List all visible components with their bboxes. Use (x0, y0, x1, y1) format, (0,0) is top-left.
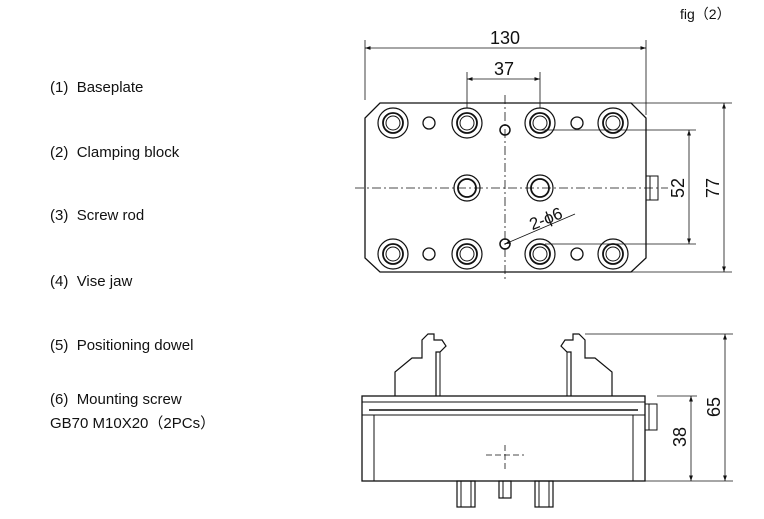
dim-hole-row-spacing: 52 (668, 178, 688, 198)
counterbored-hole (597, 238, 629, 270)
part-item-screw-rod: (3) Screw rod (50, 206, 144, 226)
dowel-hole (499, 238, 511, 250)
dim-hole-spacing: 37 (494, 59, 514, 79)
parts-list: (1) Baseplate (2) Clamping block (3) Scr… (50, 0, 350, 519)
counterbored-hole (524, 107, 556, 139)
right-vise-jaw (560, 333, 613, 396)
front-view (361, 333, 733, 508)
counterbored-hole (524, 238, 556, 270)
clamp-hole (526, 174, 554, 202)
small-hole (422, 116, 436, 130)
part-name: Vise jaw (76, 273, 133, 290)
part-item-baseplate: (1) Baseplate (50, 78, 143, 98)
counterbored-hole (377, 238, 409, 270)
dowel-hole (499, 124, 511, 136)
dim-overall-depth: 77 (703, 178, 723, 198)
counterbored-hole (377, 107, 409, 139)
part-name: Screw rod (76, 207, 145, 224)
counterbored-hole (597, 107, 629, 139)
dim-base-height: 38 (670, 427, 690, 447)
part-number: (6) (50, 391, 69, 408)
part-item-mounting-screw-spec: GB70 M10X20（2PCs） (50, 415, 216, 432)
bottom-dowel (534, 480, 554, 508)
part-number: (2) (50, 144, 69, 161)
part-name: Mounting screw (76, 391, 182, 408)
top-view (355, 40, 732, 280)
part-name: Baseplate (76, 79, 144, 96)
part-item-vise-jaw: (4) Vise jaw (50, 272, 132, 292)
part-number: (5) (50, 337, 69, 354)
part-number: (4) (50, 273, 69, 290)
counterbored-hole (451, 107, 483, 139)
bottom-dowel (498, 480, 512, 499)
side-screw (644, 403, 658, 431)
small-hole (570, 116, 584, 130)
dowel-leader (504, 213, 576, 245)
part-name: Clamping block (76, 144, 180, 161)
clamp-hole (453, 174, 481, 202)
counterbored-hole (451, 238, 483, 270)
small-hole (422, 247, 436, 261)
part-item-mounting-screw: (6) Mounting screw (50, 390, 182, 410)
dim-total-height: 65 (704, 397, 724, 417)
dim-overall-width: 130 (490, 28, 520, 48)
bottom-dowel (456, 480, 476, 508)
small-hole (570, 247, 584, 261)
dim-dowel-holes: 2-ϕ6 (527, 204, 566, 234)
part-number: (1) (50, 79, 69, 96)
part-name: Positioning dowel (76, 337, 194, 354)
part-number: (3) (50, 207, 69, 224)
figure-label: fig（2） (680, 6, 731, 22)
left-vise-jaw (394, 333, 447, 396)
baseplate-body (361, 395, 646, 482)
part-item-clamping-block: (2) Clamping block (50, 143, 179, 163)
part-item-positioning-dowel: (5) Positioning dowel (50, 336, 193, 356)
